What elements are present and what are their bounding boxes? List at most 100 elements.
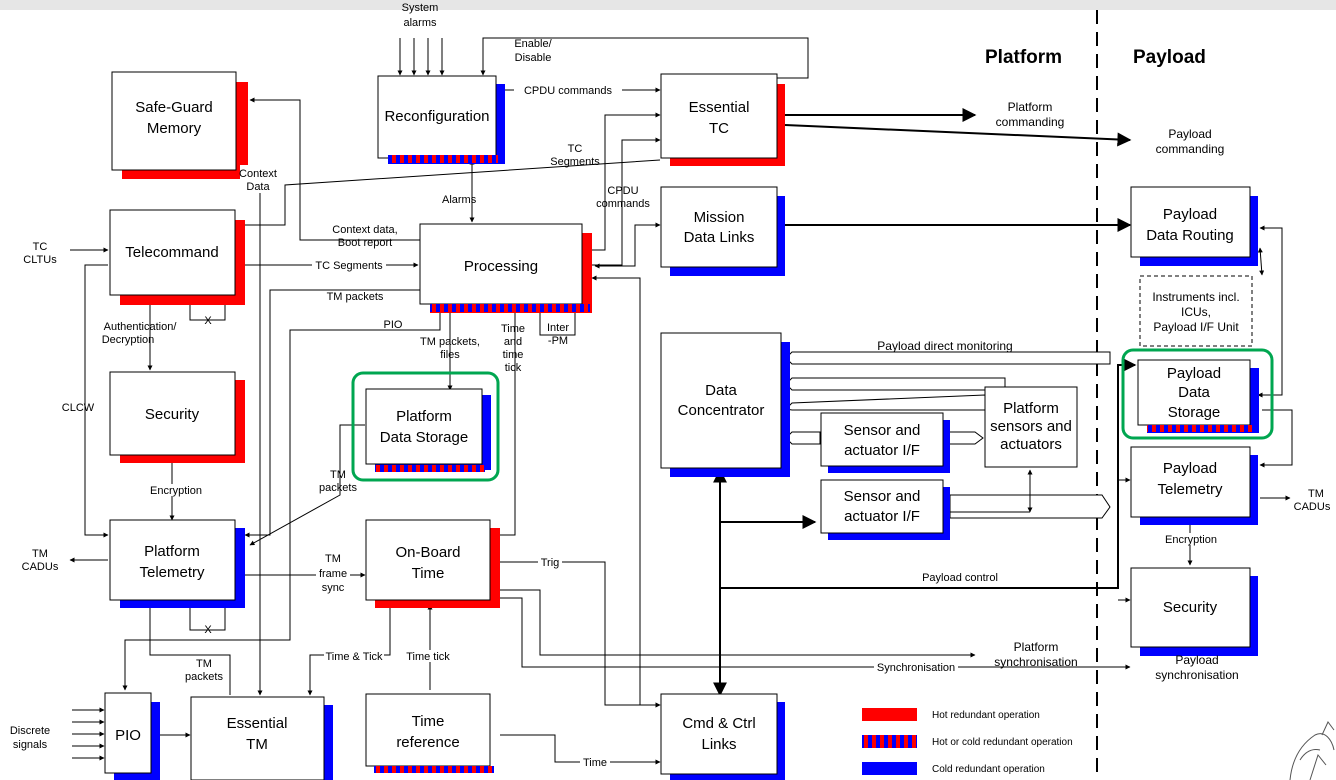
platform-data-storage-block: Platform Data Storage	[351, 371, 500, 482]
instruments-block: Instruments incl. ICUs, Payload I/F Unit	[1139, 275, 1253, 347]
time-tick-line2: and	[504, 336, 522, 348]
connection-labels: System alarms Enable/ Disable CPDU comma…	[10, 2, 1331, 769]
instruments-line1: Instruments incl.	[1152, 290, 1239, 304]
pio-label: PIO	[115, 727, 141, 744]
context-boot-line2: Boot report	[338, 237, 392, 249]
sensor-actuator-if-1-block: Sensor and actuator I/F	[820, 412, 950, 473]
tm-cadus-right-line2: CADUs	[1294, 501, 1331, 513]
safeguard-memory-block: Safe-Guard Memory	[111, 71, 248, 179]
cmd-links-line1: Cmd & Ctrl	[682, 715, 755, 732]
tc-cltus-line2: CLTUs	[23, 254, 57, 266]
encryption-payload-label: Encryption	[1165, 534, 1217, 546]
encryption-label: Encryption	[150, 485, 202, 497]
obt-line1: On-Board	[395, 544, 460, 561]
system-alarms-line2: alarms	[403, 17, 437, 29]
legend: Hot redundant operation Hot or cold redu…	[862, 708, 1073, 775]
essential-tm-line1: Essential	[227, 715, 288, 732]
auth-line1: Authentication/	[104, 321, 178, 333]
on-board-time-block: On-Board Time	[365, 519, 500, 608]
enable-disable-line1: Enable/	[514, 38, 552, 50]
obt-line2: Time	[412, 565, 445, 582]
time-ref-line2: reference	[396, 734, 459, 751]
time-label: Time	[583, 757, 607, 769]
payload-data-storage-block: Payload Data Storage	[1121, 348, 1274, 440]
sensors-line2: sensors and	[990, 418, 1072, 435]
security-platform-block: Security	[109, 371, 245, 463]
pds-highlight	[351, 371, 500, 482]
platform-region-label: Platform	[985, 47, 1062, 68]
pio-block: PIO	[104, 692, 160, 780]
pio-line-label: PIO	[384, 319, 403, 331]
corner-sketch-icon	[1289, 721, 1335, 780]
time-tick-line4: tick	[505, 362, 522, 374]
payload-commanding-line1: Payload	[1168, 127, 1211, 141]
payload-control-label: Payload control	[922, 572, 998, 584]
pl-tm-line2: Telemetry	[1157, 481, 1223, 498]
time-tick-line1: Time	[501, 323, 525, 335]
cpdu-commands-label: CPDU commands	[524, 85, 613, 97]
legend-item-cold: Cold redundant operation	[862, 762, 1045, 775]
top-bar	[0, 0, 1336, 10]
time-ref-line1: Time	[412, 713, 445, 730]
sai1-line1: Sensor and	[844, 422, 921, 439]
pds-line2: Data Storage	[380, 429, 468, 446]
pl-storage-line1: Payload	[1167, 365, 1221, 382]
tm-packets-files-line1: TM packets,	[420, 336, 480, 348]
essential-tc-line1: Essential	[689, 99, 750, 116]
platform-tm-line2: Telemetry	[139, 564, 205, 581]
inter-pm-line1: Inter	[547, 322, 569, 334]
clcw-label: CLCW	[62, 402, 95, 414]
reconfiguration-block: Reconfiguration	[377, 75, 505, 164]
payload-telemetry-block: Payload Telemetry	[1130, 446, 1258, 525]
tc-segments-label: TC Segments	[315, 260, 383, 272]
tm-frame-sync-line1: TM	[325, 553, 341, 565]
platform-commanding-line1: Platform	[1008, 100, 1053, 114]
time-tick-2-label: Time tick	[406, 651, 450, 663]
time-reference-block: Time reference	[365, 693, 494, 773]
safeguard-line1: Safe-Guard	[135, 99, 213, 116]
payload-data-routing-block: Payload Data Routing	[1130, 186, 1258, 266]
payload-direct-monitoring-label: Payload direct monitoring	[877, 339, 1012, 353]
sensors-line3: actuators	[1000, 436, 1062, 453]
platform-tm-line1: Platform	[144, 543, 200, 560]
platform-commanding-line2: commanding	[996, 115, 1065, 129]
platform-sync-line2: synchronisation	[994, 655, 1077, 669]
time-and-tick-label: Time & Tick	[325, 651, 383, 663]
telecommand-block: Telecommand	[109, 209, 245, 305]
platform-telemetry-block: Platform Telemetry	[109, 519, 245, 608]
security-payload-label: Security	[1163, 599, 1218, 616]
pl-tm-line1: Payload	[1163, 460, 1217, 477]
tc-cltus-line1: TC	[33, 241, 48, 253]
system-alarms-line1: System	[402, 2, 439, 14]
routing-line1: Payload	[1163, 206, 1217, 223]
tm-frame-sync-line3: sync	[322, 582, 345, 594]
tm-packets-2-line1: TM	[330, 469, 346, 481]
tm-packets-2-line2: packets	[319, 482, 357, 494]
legend-label-cold: Cold redundant operation	[932, 764, 1045, 775]
context-data-line2: Data	[246, 181, 270, 193]
dc-line1: Data	[705, 382, 737, 399]
security-payload-block: Security	[1130, 567, 1258, 656]
platform-sensors-block: Platform sensors and actuators	[984, 386, 1078, 468]
legend-swatch-cold	[862, 762, 917, 775]
processing-block: Processing	[419, 223, 592, 313]
time-tick-line3: time	[503, 349, 524, 361]
payload-region-label: Payload	[1133, 47, 1206, 68]
dc-line2: Concentrator	[678, 402, 765, 419]
legend-swatch-hot	[862, 708, 917, 721]
mission-data-links-block: Mission Data Links	[660, 186, 785, 276]
tm-frame-sync-line2: frame	[319, 568, 347, 580]
instruments-line2: ICUs,	[1181, 305, 1211, 319]
legend-label-hot: Hot redundant operation	[932, 710, 1040, 721]
legend-swatch-hot-cold	[862, 735, 917, 748]
sai2-line2: actuator I/F	[844, 508, 920, 525]
routing-line2: Data Routing	[1146, 227, 1234, 244]
essential-tc-line2: TC	[709, 120, 729, 137]
sai1-line2: actuator I/F	[844, 442, 920, 459]
sai2-line1: Sensor and	[844, 488, 921, 505]
context-boot-line1: Context data,	[332, 224, 397, 236]
tm-packets-files-line2: files	[440, 349, 460, 361]
mission-links-line2: Data Links	[684, 229, 755, 246]
legend-item-hot-cold: Hot or cold redundant operation	[862, 735, 1073, 748]
